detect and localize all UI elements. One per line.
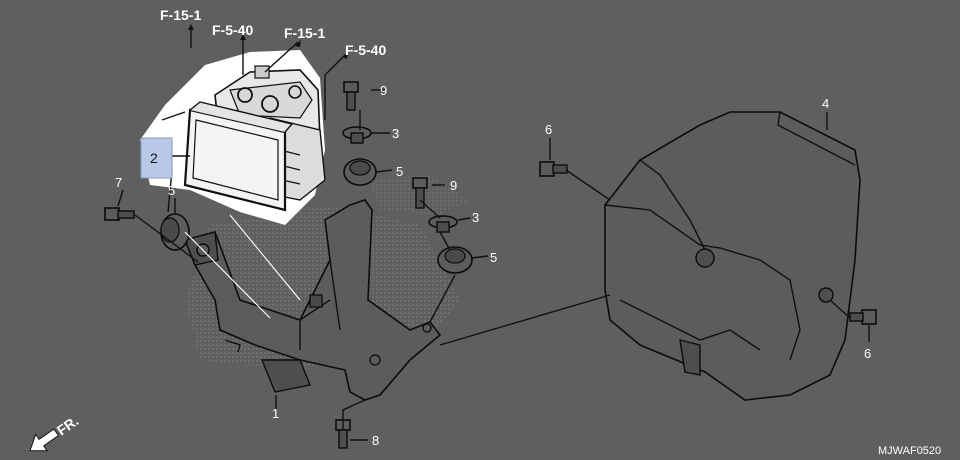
reference-f-15-1-left: F-15-1 — [160, 7, 201, 23]
part-label-5-top: 5 — [396, 164, 403, 179]
arrow-up-icon — [240, 34, 246, 40]
collar-middle — [428, 215, 458, 233]
grommet-left — [160, 213, 190, 251]
abs-modulator — [183, 65, 326, 212]
bolt-left — [104, 207, 135, 221]
diagram-code: MJWAF0520 — [878, 445, 941, 457]
arrow-up-icon — [188, 24, 194, 30]
bolt-middle — [412, 177, 428, 209]
front-arrow-icon — [29, 428, 60, 452]
part-label-1: 1 — [272, 406, 279, 421]
part-label-5-middle: 5 — [490, 250, 497, 265]
reference-f-5-40-left: F-5-40 — [212, 22, 253, 38]
part-label-2: 2 — [150, 150, 158, 166]
part-label-8: 8 — [372, 433, 379, 448]
front-indicator: FR. — [29, 412, 81, 452]
reference-f-15-1-right: F-15-1 — [284, 25, 325, 41]
part-label-3-middle: 3 — [472, 210, 479, 225]
part-label-4: 4 — [822, 96, 829, 111]
cover — [604, 111, 861, 401]
reference-f-5-40-right: F-5-40 — [345, 42, 386, 58]
part-label-9-top: 9 — [380, 83, 387, 98]
callout-box-part-2 — [140, 137, 173, 179]
collar-top — [342, 126, 372, 144]
part-label-5-left: 5 — [168, 183, 175, 198]
part-label-7: 7 — [115, 175, 122, 190]
leader-lines — [117, 30, 870, 441]
part-label-6-lower: 6 — [864, 346, 871, 361]
screw-lower — [849, 309, 877, 325]
part-label-9-middle: 9 — [450, 178, 457, 193]
bolt-top — [343, 81, 359, 111]
arrow-up-icon — [295, 40, 301, 47]
grommet-top — [343, 158, 377, 186]
grommet-middle — [437, 246, 473, 274]
part-label-3-top: 3 — [392, 126, 399, 141]
screw-upper — [539, 161, 568, 177]
part-label-6-upper: 6 — [545, 122, 552, 137]
reference-arrows — [188, 24, 348, 59]
arrow-up-icon — [342, 52, 348, 59]
